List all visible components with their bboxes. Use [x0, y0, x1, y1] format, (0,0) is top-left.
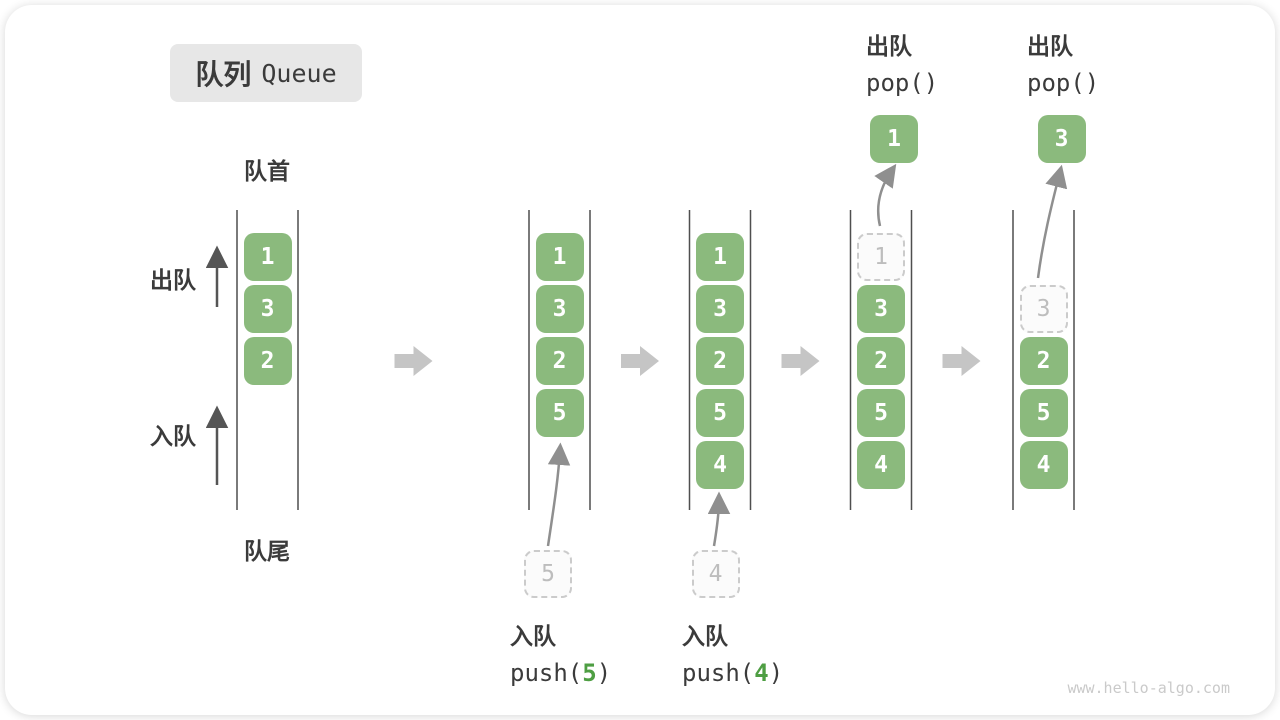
queue-item-s3-v1: 1: [696, 233, 744, 281]
step-arrow-icon-1: [394, 346, 433, 376]
queue-item-s1-v3: 3: [243, 285, 292, 333]
popped-item-s4: 1: [870, 115, 918, 163]
queue-item-s4-v2: 2: [857, 337, 905, 385]
operation-label-zh: 出队: [1027, 33, 1073, 59]
flow-arrow-icon-3: [874, 163, 897, 227]
queue-item-s5-v5: 5: [1019, 389, 1068, 437]
operation-code-value: 5: [582, 659, 597, 687]
queue-item-ghost-s4-v1: 1: [857, 233, 905, 281]
queue-item-s1-v1: 1: [243, 233, 292, 281]
incoming-item-ghost-s3: 4: [691, 550, 740, 598]
queue-item-s2-v5: 5: [535, 389, 584, 437]
operation-label-push-5: 入队 push(5): [510, 618, 611, 692]
queue-item-s3-v5: 5: [696, 389, 744, 437]
queue-item-s2-v3: 3: [535, 285, 584, 333]
queue-item-s3-v2: 2: [696, 337, 744, 385]
queue-item-ghost-s5-v3: 3: [1019, 285, 1068, 333]
operation-label-zh: 入队: [682, 623, 728, 649]
step-arrow-icon-3: [781, 346, 820, 376]
flow-arrow-icon-1: [546, 442, 571, 547]
queue-item-s3-v4: 4: [696, 441, 744, 489]
operation-code-value: 4: [754, 659, 769, 687]
operation-code: push(5): [510, 659, 612, 687]
queue-item-s4-v3: 3: [857, 285, 905, 333]
operation-label-pop-3: 出队 pop(): [1027, 28, 1099, 102]
queue-item-s5-v2: 2: [1019, 337, 1068, 385]
operation-code: pop(): [866, 69, 939, 97]
watermark: www.hello-algo.com: [1067, 679, 1230, 697]
step-arrow-icon-4: [942, 346, 981, 376]
queue-item-s2-v1: 1: [535, 233, 584, 281]
queue-item-s4-v4: 4: [857, 441, 905, 489]
title-badge: 队列 Queue: [170, 44, 362, 102]
title-zh: 队列: [195, 59, 252, 90]
label-queue-front: 队首: [244, 158, 290, 184]
operation-label-zh: 出队: [866, 33, 912, 59]
step-arrow-icon-2: [621, 346, 659, 376]
queue-item-s4-v5: 5: [857, 389, 905, 437]
operation-code: push(4): [682, 659, 784, 687]
flow-arrow-icon-4: [1036, 164, 1068, 279]
operation-code: pop(): [1027, 69, 1100, 97]
popped-item-s5: 3: [1037, 115, 1086, 163]
incoming-item-ghost-s2: 5: [524, 550, 572, 598]
queue-item-s5-v4: 4: [1019, 441, 1068, 489]
operation-label-push-4: 入队 push(4): [682, 618, 783, 692]
flow-arrow-icon-2: [707, 491, 731, 547]
label-side-dequeue: 出队: [150, 267, 196, 293]
queue-item-s1-v2: 2: [243, 337, 292, 385]
queue-item-s2-v2: 2: [535, 337, 584, 385]
operation-label-pop-1: 出队 pop(): [866, 28, 938, 102]
title-en: Queue: [261, 58, 337, 88]
label-queue-rear: 队尾: [244, 538, 290, 564]
label-side-enqueue: 入队: [150, 423, 196, 449]
queue-item-s3-v3: 3: [696, 285, 744, 333]
operation-label-zh: 入队: [510, 623, 556, 649]
